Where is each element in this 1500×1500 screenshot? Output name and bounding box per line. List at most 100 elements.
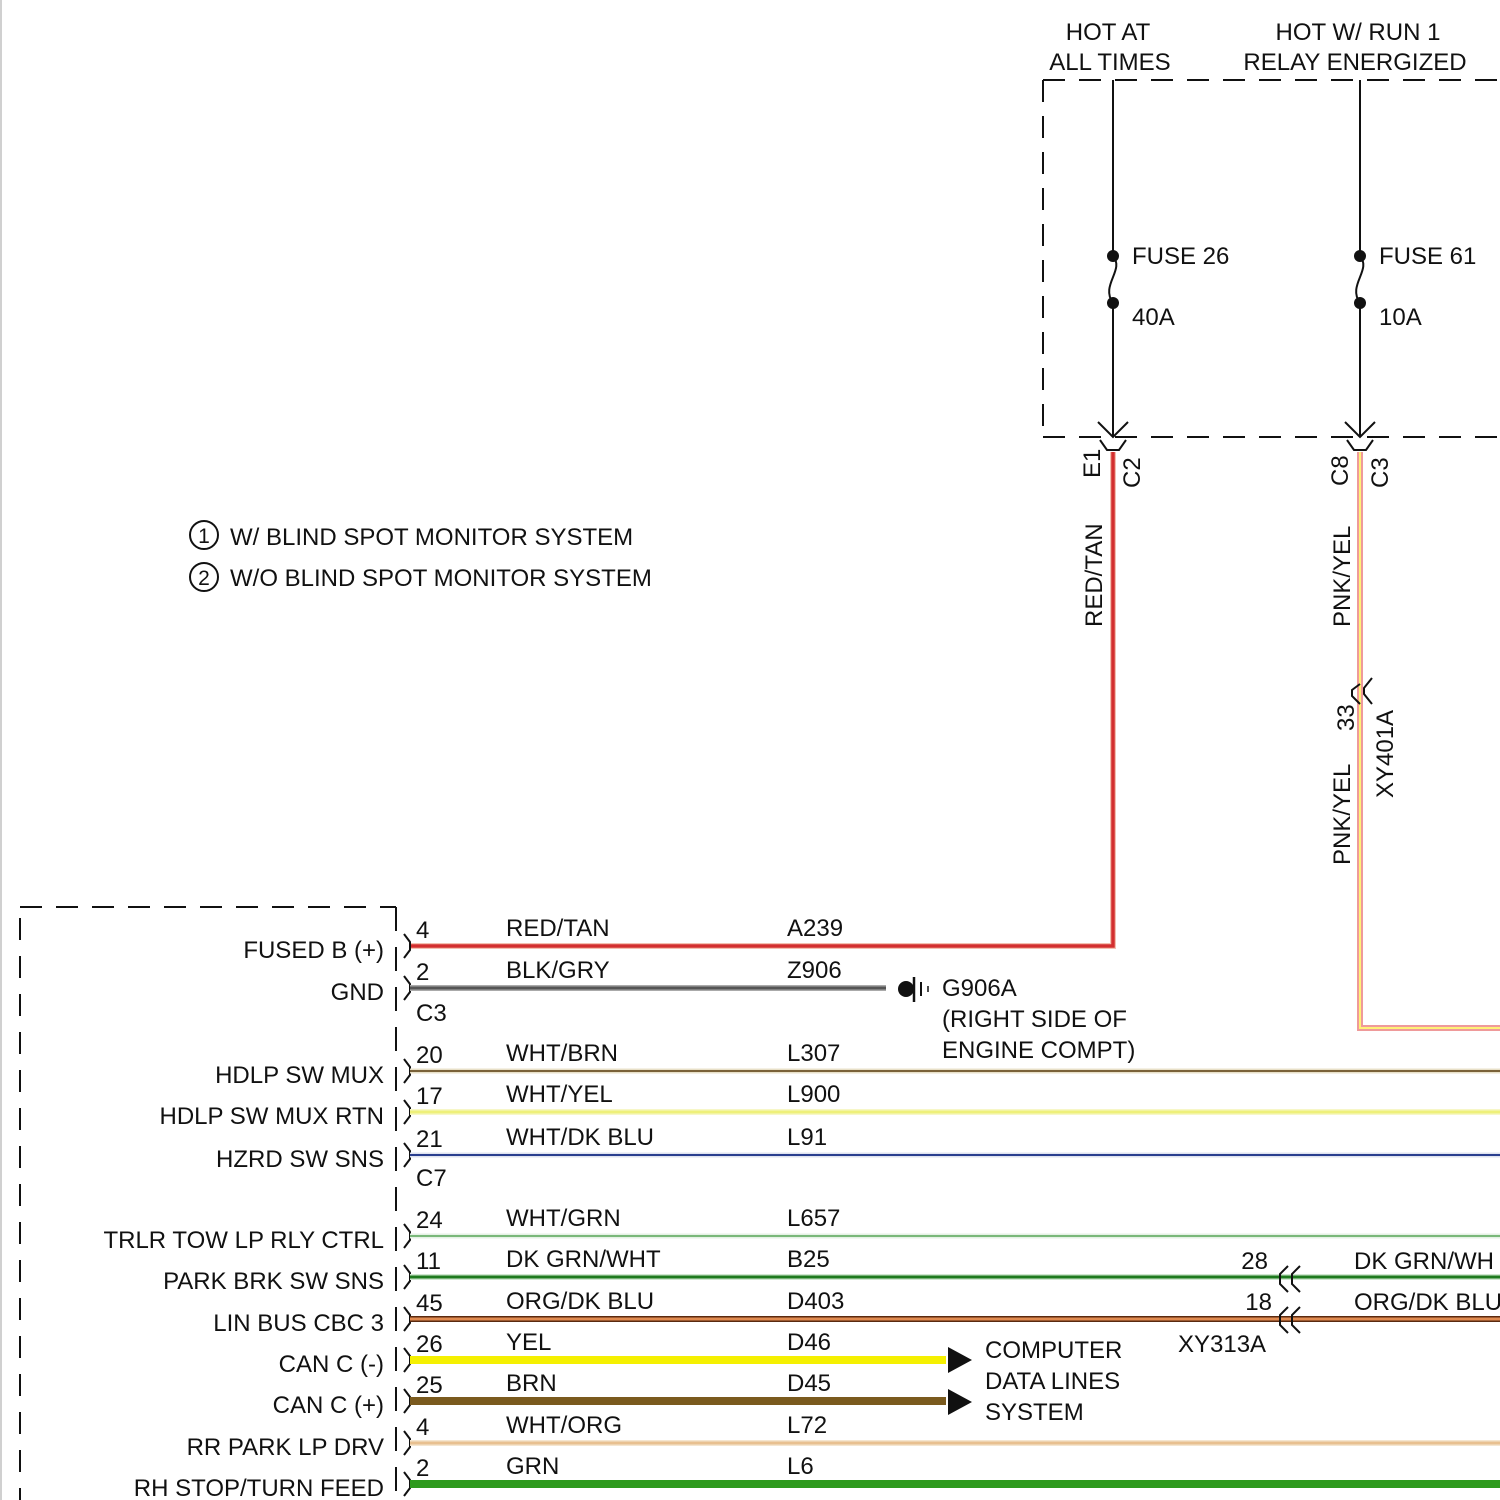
- circuit-row[interactable]: LIN BUS CBC 3 45 ORG/DK BLU D403: [213, 1288, 1500, 1337]
- inline-connector-xy401a: XY401A: [1372, 710, 1399, 798]
- pin-bracket-icon: [404, 1100, 410, 1124]
- wire-color-label: WHT/BRN: [506, 1040, 618, 1067]
- pin-function-label: LIN BUS CBC 3: [213, 1310, 384, 1337]
- circuit-id: Z906: [787, 957, 842, 984]
- pin-number: 45: [416, 1290, 443, 1317]
- legend-num: 2: [198, 567, 210, 590]
- source-1-line1: HOT AT: [1066, 19, 1151, 46]
- circuit-id: L72: [787, 1412, 827, 1439]
- pin-number: 20: [416, 1042, 443, 1069]
- pin-c3: C3: [1367, 457, 1394, 488]
- circuit-id: L657: [787, 1205, 840, 1232]
- pin-e1: E1: [1079, 449, 1106, 478]
- fuse-icon: [1109, 256, 1116, 303]
- pin-c8: C8: [1327, 455, 1354, 486]
- xy313a-wire-label: ORG/DK BLU: [1354, 1289, 1500, 1316]
- ground-g906a: G906A (RIGHT SIDE OF ENGINE COMPT): [898, 975, 1135, 1064]
- wire-color-label: RED/TAN: [1081, 523, 1108, 627]
- pin-function-label: RH STOP/TURN FEED: [134, 1475, 384, 1500]
- arrow-right-icon: [948, 1347, 972, 1373]
- pin-bracket-icon: [404, 1348, 410, 1372]
- connector-bracket-icon: [1100, 440, 1126, 450]
- circuit-id: L6: [787, 1453, 814, 1480]
- circuit-id: D46: [787, 1329, 831, 1356]
- circuit-id: A239: [787, 915, 843, 942]
- circuit-id: L307: [787, 1040, 840, 1067]
- wire-color-label: YEL: [506, 1329, 551, 1356]
- pin-bracket-icon: [404, 1472, 410, 1496]
- fuse-icon: [1356, 256, 1363, 303]
- wire-color-label: PNK/YEL: [1329, 764, 1356, 865]
- computer-data-lines-ref[interactable]: COMPUTER DATA LINES SYSTEM: [948, 1337, 1122, 1426]
- ground-location-2: ENGINE COMPT): [942, 1037, 1135, 1064]
- wire-color-label: WHT/ORG: [506, 1412, 622, 1439]
- fuse-label: FUSE 61: [1379, 243, 1476, 270]
- pin-number: 26: [416, 1331, 443, 1358]
- wire-color-label: WHT/DK BLU: [506, 1124, 654, 1151]
- legend: 1 W/ BLIND SPOT MONITOR SYSTEM 2 W/O BLI…: [190, 521, 652, 592]
- fuse-rating: 40A: [1132, 304, 1175, 331]
- pin-function-label: HDLP SW MUX: [215, 1062, 384, 1089]
- circuit-id: L91: [787, 1124, 827, 1151]
- fuse-26: FUSE 26 40A: [1098, 80, 1229, 437]
- pin-function-label: TRLR TOW LP RLY CTRL: [103, 1227, 384, 1254]
- pin-bracket-icon: [404, 934, 410, 958]
- pin-bracket-icon: [404, 1143, 410, 1167]
- wire-color-label: RED/TAN: [506, 915, 610, 942]
- xy313a-pin-28: 28: [1241, 1248, 1268, 1275]
- pin-bracket-icon: [404, 1307, 410, 1331]
- pin-c2: C2: [1119, 457, 1146, 488]
- data-lines-text-3: SYSTEM: [985, 1399, 1084, 1426]
- wire-color-label: ORG/DK BLU: [506, 1288, 654, 1315]
- circuit-row[interactable]: HZRD SW SNS 21 WHT/DK BLU L91: [216, 1124, 1500, 1173]
- fuse-label: FUSE 26: [1132, 243, 1229, 270]
- fuse-61: FUSE 61 10A: [1345, 80, 1476, 437]
- ground-icon: [898, 981, 914, 997]
- pin-bracket-icon: [404, 1059, 410, 1083]
- circuit-id: B25: [787, 1246, 830, 1273]
- data-lines-text-1: COMPUTER: [985, 1337, 1122, 1364]
- pin-function-label: PARK BRK SW SNS: [163, 1268, 384, 1295]
- pin-bracket-icon: [404, 1224, 410, 1248]
- fuse-rating: 10A: [1379, 304, 1422, 331]
- wire-color-label: BLK/GRY: [506, 957, 610, 984]
- wire-color-label: GRN: [506, 1453, 559, 1480]
- pin-function-label: RR PARK LP DRV: [187, 1434, 384, 1461]
- data-lines-text-2: DATA LINES: [985, 1368, 1120, 1395]
- pin-number: 21: [416, 1126, 443, 1153]
- circuit-row[interactable]: GND 2 BLK/GRY Z906: [331, 957, 886, 1006]
- pin-number: 24: [416, 1207, 443, 1234]
- inline-connector-xy313a: 28 18 XY313A DK GRN/WH ORG/DK BLU: [1178, 1248, 1500, 1358]
- circuit-row[interactable]: RR PARK LP DRV 4 WHT/ORG L72: [187, 1412, 1500, 1461]
- xy313a-pin-18: 18: [1245, 1289, 1272, 1316]
- legend-text: W/ BLIND SPOT MONITOR SYSTEM: [230, 524, 633, 551]
- circuit-id: D403: [787, 1288, 844, 1315]
- source-2-line1: HOT W/ RUN 1: [1276, 19, 1441, 46]
- pin-number: 25: [416, 1372, 443, 1399]
- circuit-id: D45: [787, 1370, 831, 1397]
- inline-pin-33: 33: [1333, 704, 1360, 731]
- ground-id: G906A: [942, 975, 1017, 1002]
- legend-num: 1: [198, 525, 210, 548]
- wire-color-label: PNK/YEL: [1329, 526, 1356, 627]
- arrow-right-icon: [948, 1389, 972, 1415]
- circuit-row[interactable]: HDLP SW MUX 20 WHT/BRN L307: [215, 1040, 1500, 1089]
- pin-number: 17: [416, 1083, 443, 1110]
- pin-number: 4: [416, 1414, 429, 1441]
- wire-pnk-yel-feed[interactable]: PNK/YEL 33 XY401A PNK/YEL: [1329, 452, 1500, 1028]
- pin-bracket-icon: [404, 976, 410, 1000]
- pin-function-label: FUSED B (+): [243, 937, 384, 964]
- wire-color-label: DK GRN/WHT: [506, 1246, 661, 1273]
- source-1-line2: ALL TIMES: [1049, 49, 1170, 76]
- pin-number: 2: [416, 959, 429, 986]
- pin-bracket-icon: [404, 1389, 410, 1413]
- pin-function-label: CAN C (+): [273, 1392, 384, 1419]
- power-distribution-box: HOT AT ALL TIMES HOT W/ RUN 1 RELAY ENER…: [1043, 19, 1500, 488]
- pin-number: 4: [416, 917, 429, 944]
- connector-bracket-icon: [1347, 440, 1373, 450]
- pin-bracket-icon: [404, 1265, 410, 1289]
- pin-function-label: HZRD SW SNS: [216, 1146, 384, 1173]
- pin-function-label: GND: [331, 979, 384, 1006]
